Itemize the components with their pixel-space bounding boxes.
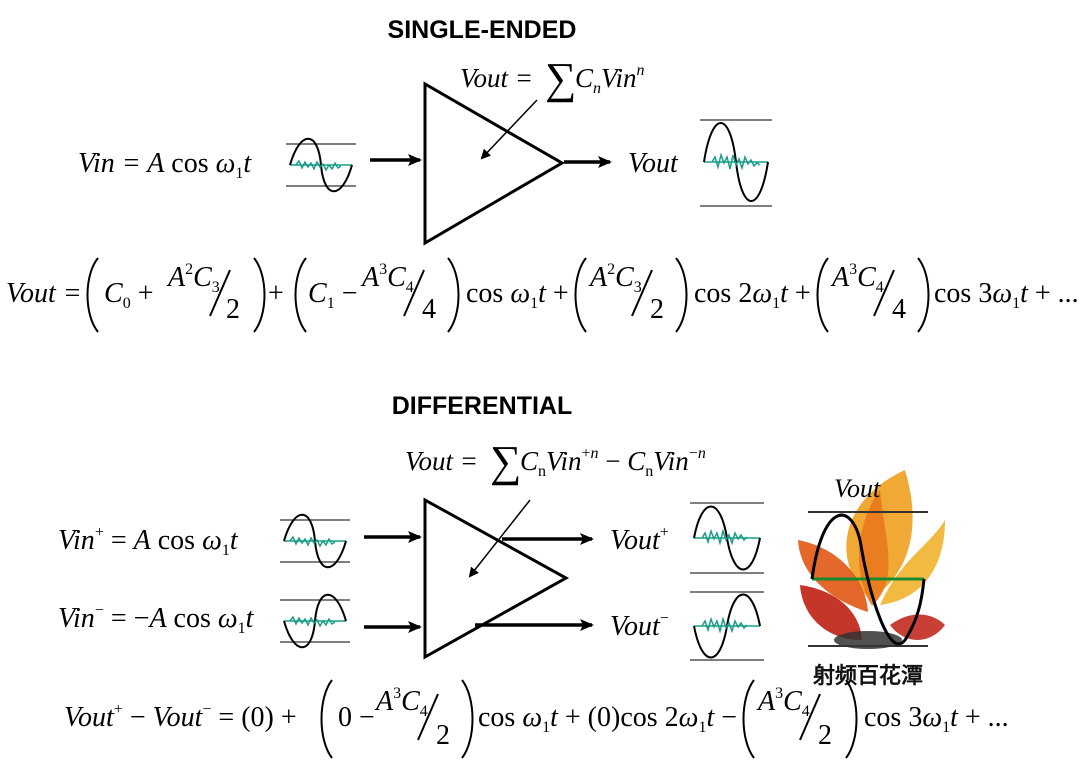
df-term-zero-minus: 0 −	[338, 702, 375, 733]
se-amplifier-triangle	[423, 81, 565, 246]
se-term1-c0: C0 +	[104, 278, 153, 312]
df-amplifier-triangle	[423, 497, 570, 660]
se-paren-open-1	[86, 257, 99, 333]
se-output-waveform	[700, 119, 772, 207]
differential-heading: DIFFERENTIAL	[392, 392, 573, 420]
df-sum-symbol: ∑	[490, 437, 521, 486]
df-vout-diff-label: Vout	[834, 474, 881, 503]
se-paren-close-1	[253, 257, 266, 333]
df-vin-minus-label: Vin− = −A cos ω1t	[58, 602, 255, 637]
se-term3-den: 2	[650, 294, 664, 325]
se-input-waveform	[286, 137, 356, 193]
se-vin-eq: Vin = A cos ω1t	[78, 148, 252, 182]
single-ended-input-label: Vin = A cos ω1t	[78, 148, 252, 182]
differential-expansion: Vout+ − Vout− = (0) + 0 − A3C4 2 cos ω1t…	[64, 679, 1009, 759]
se-term3-slash	[631, 269, 653, 317]
se-term4-slash	[873, 269, 895, 317]
df-vout-diff-waveform	[808, 511, 928, 647]
single-ended-sum-formula: Vout = ∑ CnVinn	[460, 54, 645, 103]
single-ended-expansion: Vout = C0 + A2C3 2 + C1 − A3C4 4 cos ω1t…	[6, 257, 1079, 333]
df-term1-num: A3C4	[374, 685, 428, 720]
df-paren-open-1	[320, 679, 333, 759]
df-output-minus-waveform	[690, 591, 764, 661]
se-term4-den: 4	[892, 294, 906, 325]
se-formula-vout: Vout =	[460, 63, 533, 93]
df-vout-plus-label: Vout+	[610, 524, 669, 556]
se-term1-den: 2	[226, 294, 240, 325]
df-cos-3: cos 3ω1t + ...	[864, 702, 1009, 736]
df-paren-close-2	[845, 679, 858, 759]
df-pointer-arrow	[468, 499, 531, 578]
df-term2-num: A3C4	[756, 685, 810, 720]
se-plus-1: +	[268, 278, 284, 309]
df-formula-terms: CnVin+n − CnVin−n	[520, 445, 706, 480]
se-term2-num: A3C4	[360, 261, 414, 296]
single-ended-heading: SINGLE-ENDED	[388, 16, 577, 44]
df-term1-den: 2	[436, 720, 450, 751]
df-term2-slash	[799, 693, 821, 741]
se-sum-symbol: ∑	[545, 54, 576, 103]
df-vout-minus-label: Vout−	[610, 610, 669, 642]
se-exp-vout: Vout =	[6, 278, 82, 309]
se-term4-num: A3C4	[830, 261, 884, 296]
df-cos-1: cos ω1t + (0)cos 2ω1t −	[478, 702, 737, 736]
se-paren-open-4	[816, 257, 829, 333]
df-vin-plus-label: Vin+ = A cos ω1t	[58, 524, 239, 559]
se-term2-slash	[403, 269, 425, 317]
se-term1-num: A2C3	[166, 261, 220, 296]
se-cos-3: cos 3ω1t + ...	[934, 278, 1079, 312]
df-exp-lhs: Vout+ − Vout− = (0) +	[64, 701, 297, 733]
se-cos-1: cos ω1t +	[466, 278, 569, 312]
se-term3-num: A2C3	[588, 261, 642, 296]
df-paren-close-1	[461, 679, 474, 759]
watermark-text: 射频百花潭	[812, 663, 923, 689]
se-term2-c1: C1 −	[308, 278, 357, 312]
se-formula-cnvin: CnVinn	[575, 62, 645, 97]
df-term2-den: 2	[818, 720, 832, 751]
df-input-minus-waveform	[280, 593, 350, 649]
se-term2-den: 4	[422, 294, 436, 325]
differential-sum-formula: Vout = ∑ CnVin+n − CnVin−n	[405, 437, 706, 486]
df-formula-vout: Vout =	[405, 446, 478, 476]
se-pointer-arrow	[480, 99, 538, 160]
df-output-plus-waveform	[690, 502, 764, 574]
se-term1-slash	[209, 269, 231, 317]
se-output-label: Vout	[628, 148, 679, 179]
se-paren-close-2	[447, 257, 460, 333]
se-cos-2: cos 2ω1t +	[694, 278, 811, 312]
df-term1-slash	[417, 693, 439, 741]
se-paren-open-3	[574, 257, 587, 333]
se-paren-close-4	[917, 257, 930, 333]
se-paren-close-3	[675, 257, 688, 333]
se-paren-open-2	[294, 257, 307, 333]
df-paren-open-2	[742, 679, 755, 759]
df-input-plus-waveform	[280, 513, 350, 569]
